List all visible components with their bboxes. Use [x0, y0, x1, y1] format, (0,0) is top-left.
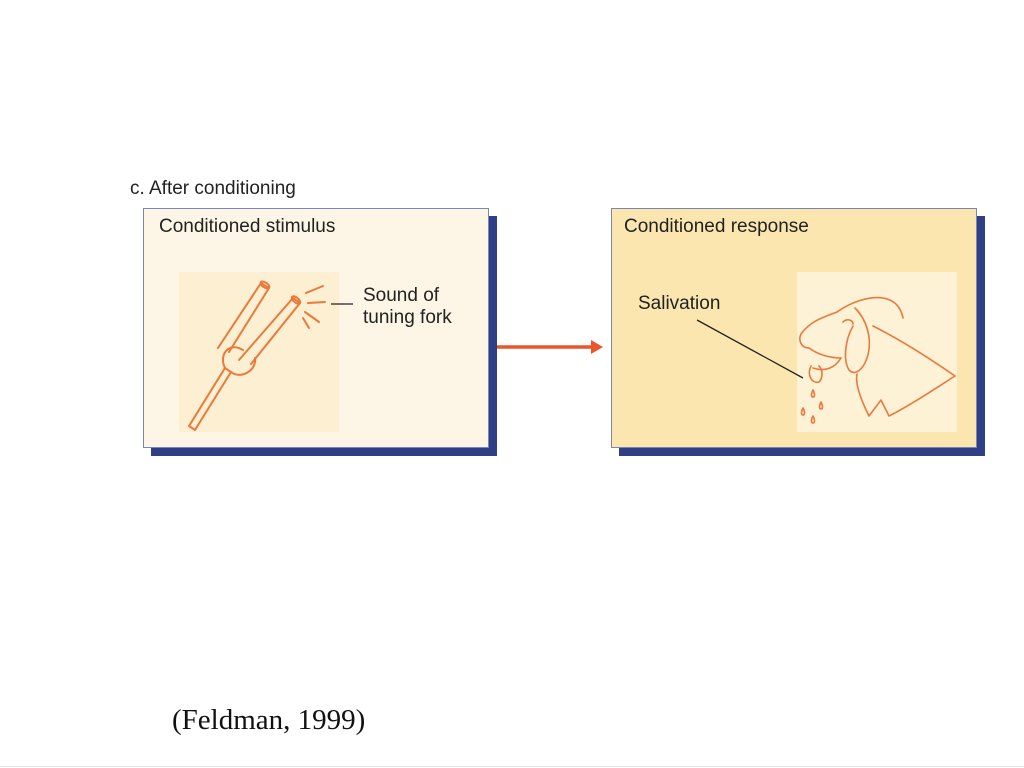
tuning-fork-icon — [188, 280, 353, 431]
panel-title: Conditioned response — [624, 216, 809, 237]
panel-title: Conditioned stimulus — [159, 216, 336, 237]
conditioned-response-panel: Conditioned response Salivation — [611, 208, 985, 456]
arrow-right-icon — [497, 340, 603, 354]
salivation-label: Salivation — [638, 293, 721, 314]
section-title: c. After conditioning — [130, 178, 296, 199]
citation: (Feldman, 1999) — [172, 704, 366, 736]
footer-divider — [0, 766, 1024, 767]
illustration-background — [179, 272, 339, 432]
conditioned-stimulus-panel: Conditioned stimulus Sound of tuning for… — [143, 208, 497, 456]
sound-label: Sound of tuning fork — [363, 285, 452, 328]
dog-head-icon — [696, 296, 956, 424]
